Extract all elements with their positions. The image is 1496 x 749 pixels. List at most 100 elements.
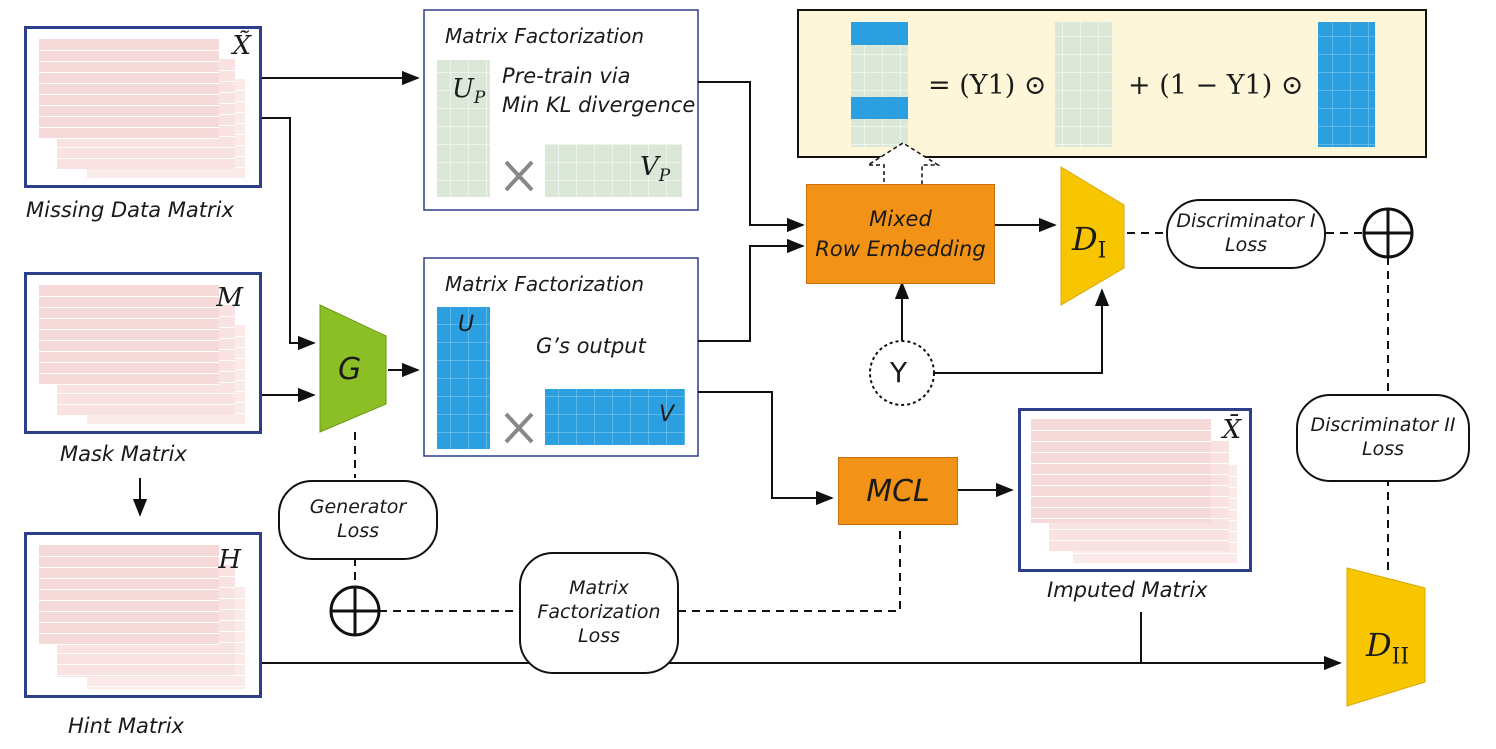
- matrix-row-line: [1031, 441, 1211, 442]
- up-label: UP: [452, 74, 486, 109]
- matrix-row-line: [39, 622, 219, 623]
- matrix-row-line: [1073, 553, 1237, 554]
- imputed-matrix-card: X̄: [1018, 408, 1252, 572]
- mask-matrix-card: M: [24, 272, 262, 434]
- matrix-row-line: [57, 675, 235, 676]
- matrix-row-line: [1031, 452, 1211, 453]
- vp-label: VP: [640, 152, 671, 187]
- matrix-sheet: [39, 285, 219, 385]
- g-output-caption: G’s output: [536, 334, 646, 358]
- up-matrix: [437, 60, 490, 197]
- matrix-row-line: [57, 653, 235, 654]
- pretrain-line1: Pre-train via: [502, 64, 631, 88]
- matrix-row-line: [39, 578, 219, 579]
- matrix-row-line: [1031, 496, 1211, 497]
- discriminator-2-shape: [1346, 567, 1426, 707]
- discriminator-1-shape: [1060, 166, 1125, 306]
- matrix-row-line: [39, 362, 219, 363]
- matrix-row-line: [1049, 529, 1229, 530]
- mcl-box: MCL: [838, 457, 958, 525]
- vp-matrix: [545, 144, 682, 197]
- matrix-row-line: [87, 424, 245, 425]
- multiply-icon: [504, 160, 534, 192]
- matrix-sheet: [39, 39, 219, 139]
- matrix-row-line: [39, 116, 219, 117]
- matrix-row-line: [39, 600, 219, 601]
- sum-icon-bottom: [329, 585, 381, 637]
- matrix-row-line: [39, 61, 219, 62]
- pretrain-title: Matrix Factorization: [445, 24, 645, 48]
- generator-label: G: [338, 352, 362, 387]
- blue-column: [1318, 22, 1375, 147]
- generator-shape: [319, 304, 387, 433]
- g-output-title: Matrix Factorization: [445, 272, 645, 296]
- u-label: U: [458, 312, 475, 337]
- imputed-matrix-symbol: X̄: [1222, 415, 1241, 445]
- matrix-row-line: [1031, 485, 1211, 486]
- v-label: V: [659, 402, 675, 427]
- green-column: [1055, 22, 1112, 147]
- matrix-row-line: [39, 633, 219, 634]
- matrix-row-line: [57, 393, 235, 394]
- pretrain-line2: Min KL divergence: [502, 93, 696, 117]
- matrix-row-line: [1031, 518, 1211, 519]
- matrix-row-line: [1031, 507, 1211, 508]
- matrix-row-line: [39, 83, 219, 84]
- matrix-row-line: [57, 664, 235, 665]
- imputed-matrix-caption: Imputed Matrix: [1047, 578, 1208, 602]
- missing-data-matrix-caption: Missing Data Matrix: [26, 198, 234, 222]
- matrix-row-line: [39, 644, 219, 645]
- missing-data-matrix-card: X̃: [24, 26, 262, 188]
- d1-label: DI: [1072, 220, 1107, 264]
- matrix-row-line: [1031, 430, 1211, 431]
- mixed-line1: Mixed: [869, 206, 932, 231]
- matrix-row-line: [39, 384, 219, 385]
- mixed-line2: Row Embedding: [815, 237, 986, 261]
- hint-matrix-card: H: [24, 532, 262, 698]
- matrix-row-line: [87, 178, 245, 179]
- matrix-row-line: [39, 611, 219, 612]
- matrix-sheet: [39, 545, 219, 645]
- matrix-row-line: [57, 158, 235, 159]
- arrow-output-to-mixed: [698, 238, 805, 342]
- matrix-row-line: [1031, 463, 1211, 464]
- mixed-embedding-column: [851, 22, 908, 147]
- equation-part2: + (1 − Y1) ⊙: [1128, 70, 1304, 101]
- matrix-row-line: [57, 147, 235, 148]
- matrix-row-line: [1031, 474, 1211, 475]
- matrix-row-line: [39, 567, 219, 568]
- hint-matrix-caption: Hint Matrix: [68, 714, 184, 738]
- arrow-output-to-mcl: [698, 391, 834, 506]
- d2-label: DII: [1366, 626, 1410, 670]
- hint-matrix-symbol: H: [218, 545, 241, 575]
- arrow-y-to-d1: [934, 288, 1110, 374]
- missing-matrix-symbol: X̃: [232, 31, 251, 61]
- matrix-row-line: [39, 318, 219, 319]
- matrix-row-line: [39, 72, 219, 73]
- mixed-row-embedding-box: Mixed Row Embedding: [806, 184, 995, 284]
- matrix-row-line: [57, 404, 235, 405]
- matrix-row-line: [87, 686, 245, 687]
- dash-mfloss-to-mcl: [678, 528, 901, 612]
- matrix-row-line: [39, 556, 219, 557]
- y-node-label: Y: [890, 356, 908, 389]
- matrix-row-line: [39, 307, 219, 308]
- matrix-row-line: [39, 329, 219, 330]
- equation-part1: = (Y1) ⊙: [928, 70, 1047, 101]
- arrow-x-to-generator: [262, 117, 316, 351]
- matrix-row-line: [39, 50, 219, 51]
- matrix-row-line: [39, 340, 219, 341]
- matrix-row-line: [39, 127, 219, 128]
- arrow-pretrain-to-mixed: [698, 81, 805, 233]
- matrix-row-line: [1049, 540, 1229, 541]
- matrix-row-line: [39, 296, 219, 297]
- matrix-sheet: [1031, 419, 1211, 523]
- matrix-row-line: [39, 589, 219, 590]
- matrix-row-line: [39, 94, 219, 95]
- u-matrix: [437, 307, 490, 449]
